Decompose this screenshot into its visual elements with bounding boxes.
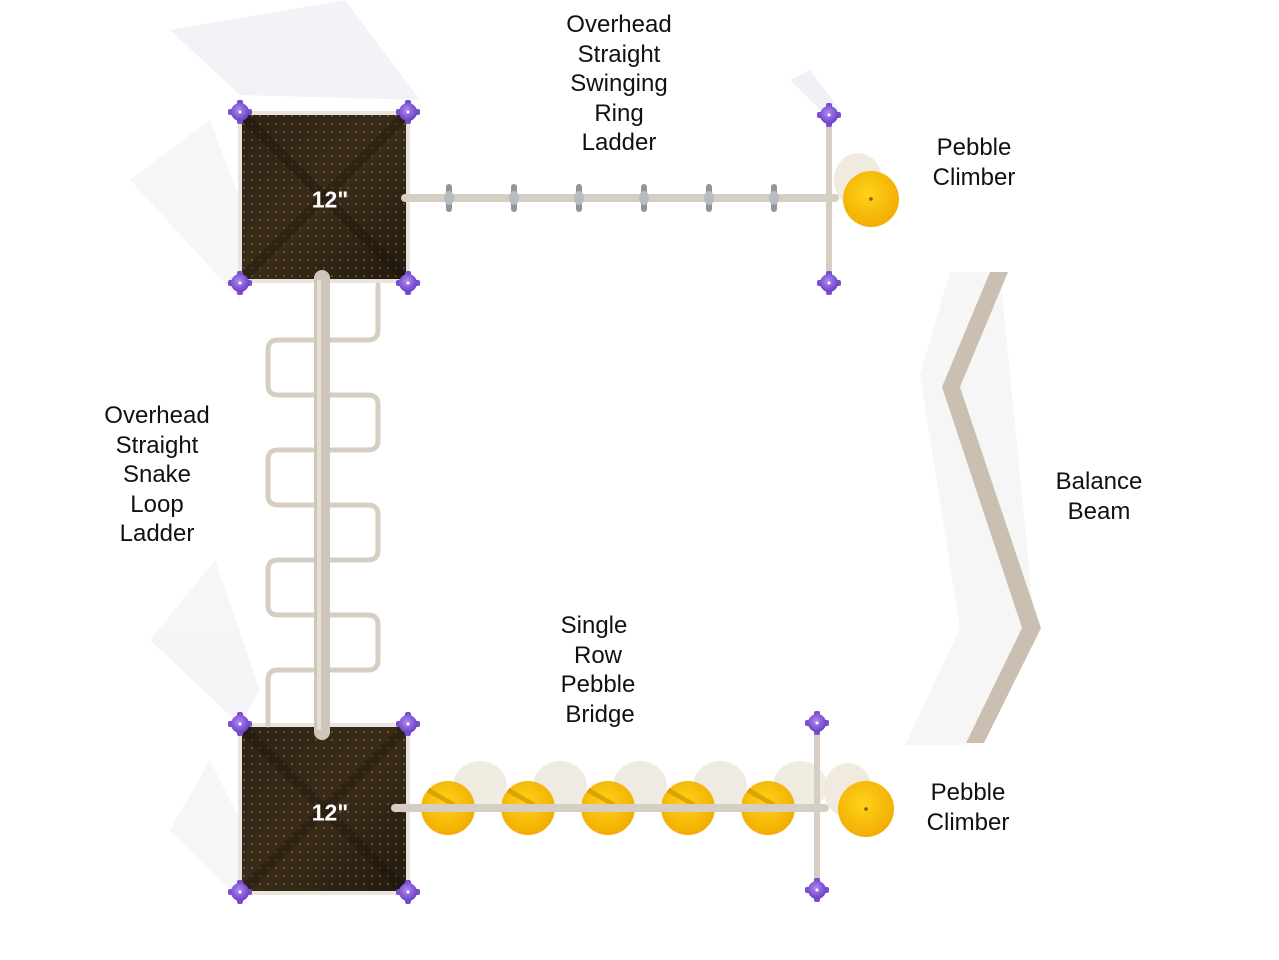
label-line: Pebble <box>936 134 1012 161</box>
pebble-climber-bottom-label: Pebble Climber <box>914 778 1022 837</box>
post-cap <box>817 271 841 295</box>
label-line: Straight <box>577 40 661 68</box>
post-cap <box>228 100 252 124</box>
post-cap <box>396 712 420 736</box>
balance-beam-label: Balance Beam <box>1046 467 1152 526</box>
post-cap <box>396 880 420 904</box>
post-cap <box>805 711 829 735</box>
ring-ladder <box>401 116 839 282</box>
post-cap <box>396 100 420 124</box>
pebble-climber-bottom <box>824 763 894 837</box>
lower-deck-height-label: 12" <box>311 799 349 826</box>
post-caps <box>228 100 841 904</box>
label-line: Loop <box>130 490 184 518</box>
ring-ladder-label: Overhead Straight Swinging Ring Ladder <box>558 10 680 158</box>
label-line: Row <box>573 641 622 669</box>
post-cap <box>805 878 829 902</box>
label-line: Ladder <box>119 520 195 547</box>
label-line: Overhead <box>566 11 672 38</box>
label-line: Overhead <box>104 402 210 429</box>
ring-handle <box>509 184 519 212</box>
pebble-bridge-label: Single Row Pebble Bridge <box>548 611 648 729</box>
pebble-climber-top <box>834 153 899 227</box>
label-line: Straight <box>115 431 199 459</box>
label-line: Swinging <box>570 70 668 97</box>
label-line: Bridge <box>565 700 635 728</box>
snake-loop-ladder <box>265 270 381 740</box>
pebble-climber-top-label: Pebble Climber <box>920 133 1028 192</box>
ring-handle <box>704 184 714 212</box>
label-line: Climber <box>926 808 1010 836</box>
label-line: Ring <box>594 99 644 127</box>
ring-handle <box>639 184 649 212</box>
ring-handle <box>444 184 454 212</box>
upper-deck <box>238 111 410 283</box>
post-cap <box>228 712 252 736</box>
label-line: Pebble <box>560 671 636 698</box>
post-cap <box>396 271 420 295</box>
label-line: Single <box>560 612 628 639</box>
label-line: Pebble <box>930 779 1006 806</box>
label-line: Snake <box>122 461 192 488</box>
label-line: Balance <box>1055 468 1143 495</box>
ring-handle <box>574 184 584 212</box>
label-line: Beam <box>1067 497 1131 525</box>
ring-handle <box>769 184 779 212</box>
post-cap <box>228 271 252 295</box>
balance-beam <box>942 272 1041 743</box>
shadows <box>130 0 1035 900</box>
upper-deck-height-label: 12" <box>311 186 349 213</box>
lower-deck <box>238 723 410 895</box>
snake-loop-ladder-label: Overhead Straight Snake Loop Ladder <box>96 401 218 549</box>
post-cap <box>228 880 252 904</box>
label-line: Ladder <box>581 129 657 156</box>
post-cap <box>817 103 841 127</box>
label-line: Climber <box>932 163 1016 191</box>
pebble-bridge <box>391 724 829 890</box>
